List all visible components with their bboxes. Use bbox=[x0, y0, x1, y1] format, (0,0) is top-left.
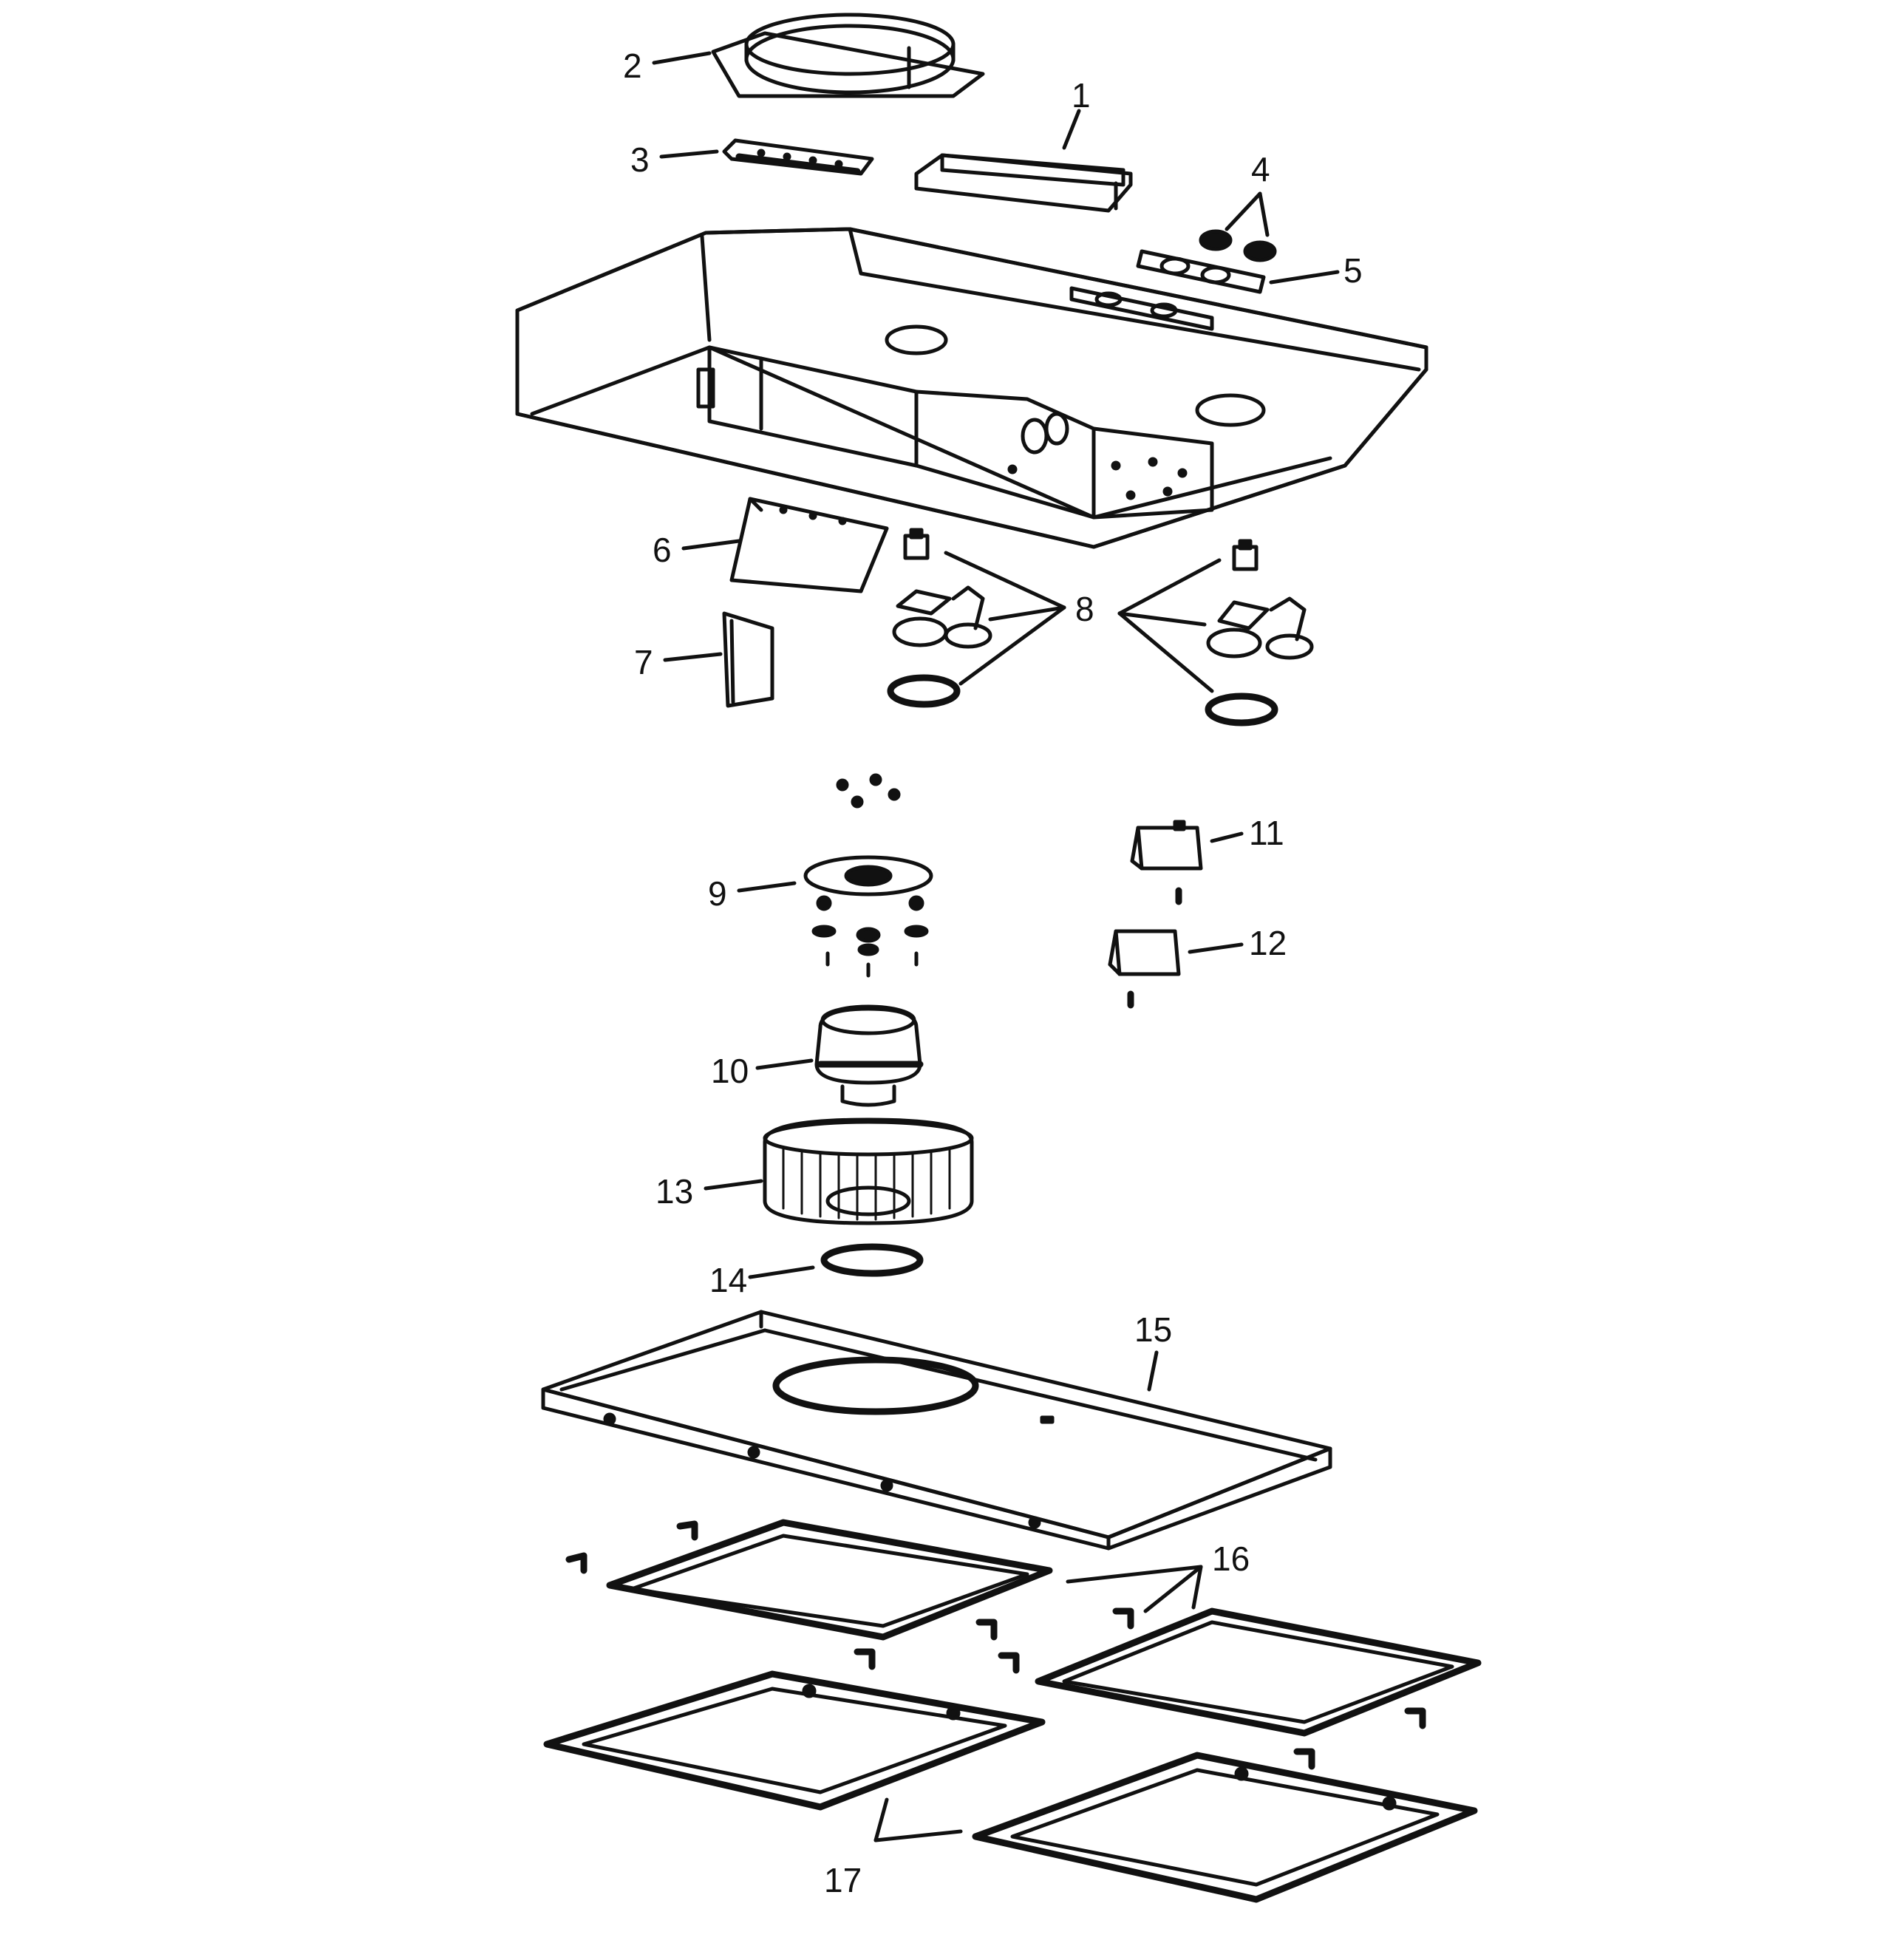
callout-2: 2 bbox=[623, 47, 642, 85]
callout-4: 4 bbox=[1251, 150, 1270, 188]
part-duct-collar bbox=[711, 13, 985, 98]
part-switch-11 bbox=[1130, 820, 1203, 905]
callout-17: 17 bbox=[824, 1861, 862, 1899]
part-filter-frame-left bbox=[543, 1670, 1046, 1811]
part-rectangular-damper bbox=[914, 153, 1133, 213]
part-bracket bbox=[722, 138, 874, 176]
callout-14: 14 bbox=[709, 1261, 747, 1299]
part-ring bbox=[820, 1243, 924, 1277]
part-side-panel bbox=[722, 611, 774, 708]
part-filter-frame-right bbox=[972, 1752, 1478, 1903]
callout-15: 15 bbox=[1134, 1310, 1172, 1349]
part-control-knobs bbox=[1199, 229, 1277, 262]
callout-9: 9 bbox=[708, 874, 727, 913]
part-filter-clips bbox=[565, 1520, 1426, 1770]
callout-11: 11 bbox=[1249, 814, 1284, 852]
callout-13: 13 bbox=[655, 1172, 693, 1211]
part-switch-plate bbox=[1136, 249, 1266, 294]
callout-7: 7 bbox=[634, 643, 653, 681]
callout-8: 8 bbox=[1075, 590, 1094, 628]
callout-labels: 1 2 3 4 5 6 7 8 9 10 11 12 13 14 15 16 1… bbox=[623, 47, 1363, 1899]
part-grease-channel bbox=[729, 497, 889, 593]
part-blower-wheel bbox=[763, 1117, 974, 1225]
callout-3: 3 bbox=[630, 140, 650, 179]
part-switch-12 bbox=[1108, 929, 1181, 1009]
callout-12: 12 bbox=[1249, 924, 1287, 962]
part-hood-body bbox=[515, 227, 1428, 549]
part-motor bbox=[814, 1004, 924, 1107]
callout-6: 6 bbox=[653, 531, 672, 569]
part-filter-right bbox=[1035, 1607, 1482, 1737]
part-lamp-socket-left bbox=[887, 528, 992, 708]
callout-16: 16 bbox=[1212, 1539, 1250, 1578]
callout-1: 1 bbox=[1072, 76, 1091, 115]
leader-lines bbox=[652, 51, 1340, 1842]
part-bottom-pan bbox=[541, 1310, 1332, 1551]
callout-10: 10 bbox=[711, 1052, 749, 1090]
callout-5: 5 bbox=[1343, 251, 1363, 290]
part-motor-plate bbox=[803, 773, 933, 978]
part-lamp-socket-right bbox=[1205, 539, 1314, 727]
part-filter-left bbox=[606, 1519, 1053, 1641]
